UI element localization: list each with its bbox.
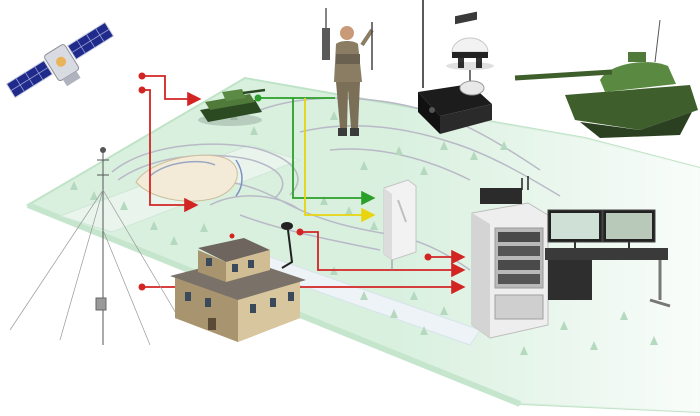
sand-range [135,154,243,202]
soldier-icon [322,8,374,136]
dome-antenna-icon [446,37,494,70]
server-rack-icon [471,176,549,339]
tank-icon [198,88,266,126]
workstation-icon [545,209,671,308]
antenna-icon [281,222,294,269]
link-ap-rack [300,231,466,278]
link-tank-ap-yellow [304,98,376,223]
link-tank-ap-green [258,97,376,206]
link-satellite-range [142,89,199,213]
radio-receiver-icon [418,0,492,134]
link-satellite-tank [142,75,202,107]
antenna-mast-icon [9,147,181,346]
tank-icon [514,19,698,138]
building-icon [170,233,306,342]
satellite-icon [5,21,115,99]
wifi-panel-icon [383,179,417,270]
connection-dots [138,72,432,291]
